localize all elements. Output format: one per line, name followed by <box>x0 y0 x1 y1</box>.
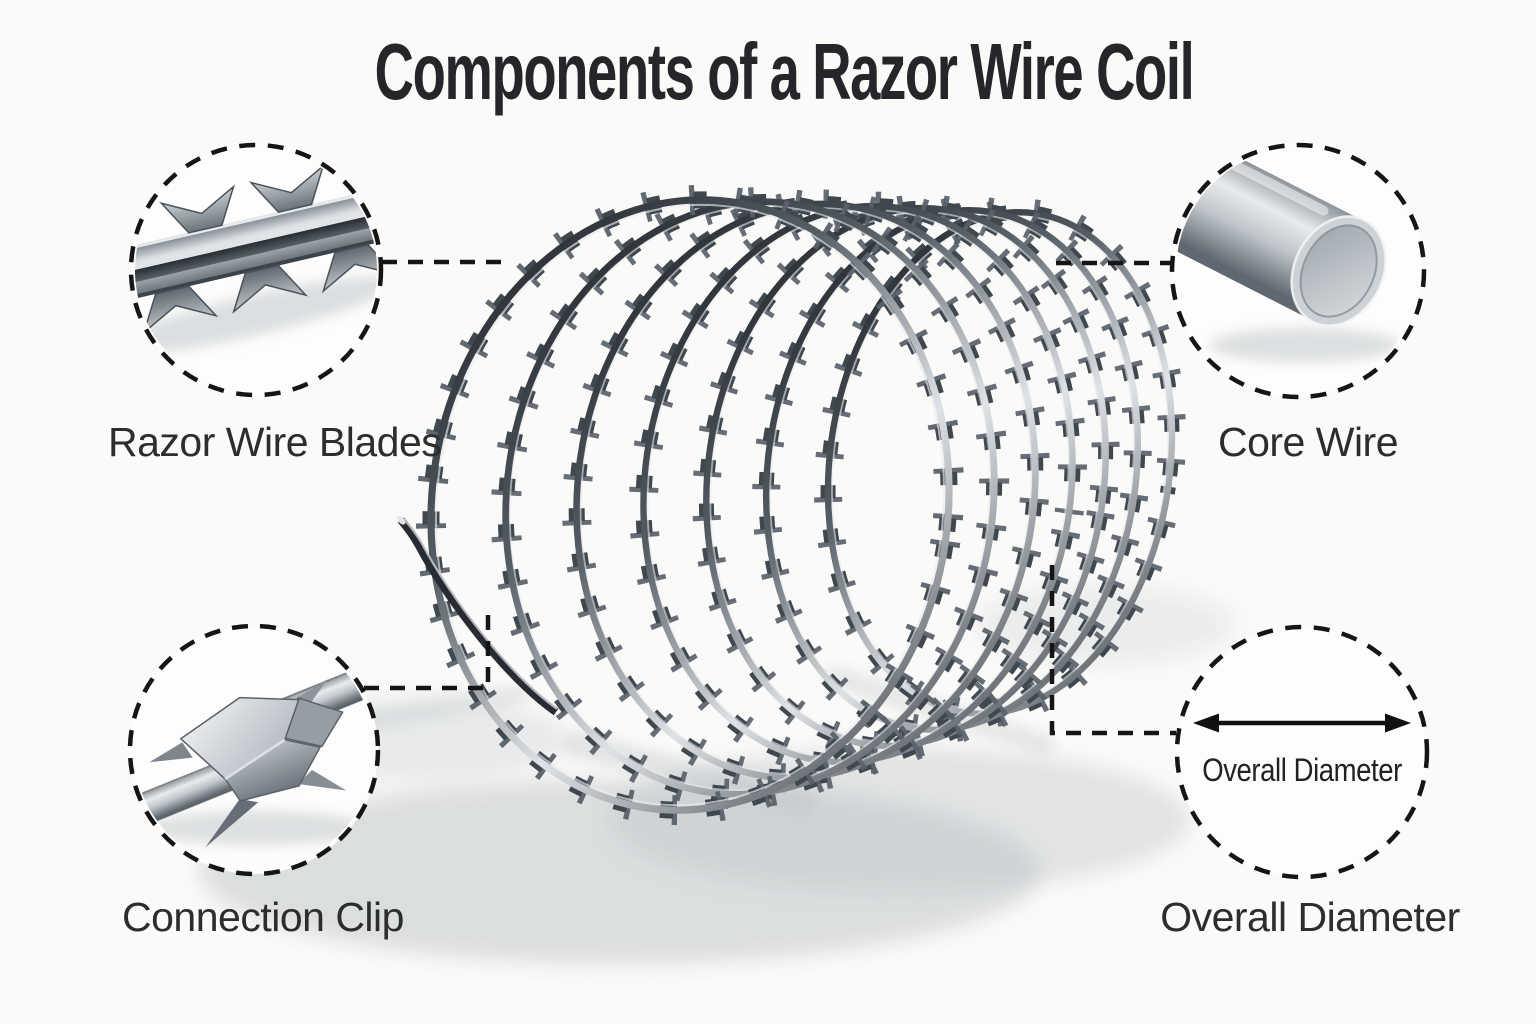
diameter-arrow-icon <box>1193 713 1411 733</box>
label-overall-diameter: Overall Diameter <box>1160 894 1460 940</box>
coil-wire-tail <box>396 515 559 716</box>
label-razor-wire-blades: Razor Wire Blades <box>108 419 442 465</box>
overall-diameter-inner-label: Overall Diameter <box>1202 752 1402 788</box>
connector-lines <box>364 259 1176 736</box>
connector-diameter <box>1049 565 1176 736</box>
razor-wire-coil <box>396 184 1186 826</box>
circle-diameter <box>1174 624 1430 880</box>
page-title-text: Components of a Razor Wire Coil <box>374 27 1195 116</box>
label-core-wire: Core Wire <box>1217 419 1399 465</box>
label-connection-clip: Connection Clip <box>122 894 404 940</box>
inset-razor-wire-blades <box>135 149 377 355</box>
inset-core-wire <box>1176 149 1400 362</box>
page-title: Components of a Razor Wire Coil <box>0 26 1536 118</box>
